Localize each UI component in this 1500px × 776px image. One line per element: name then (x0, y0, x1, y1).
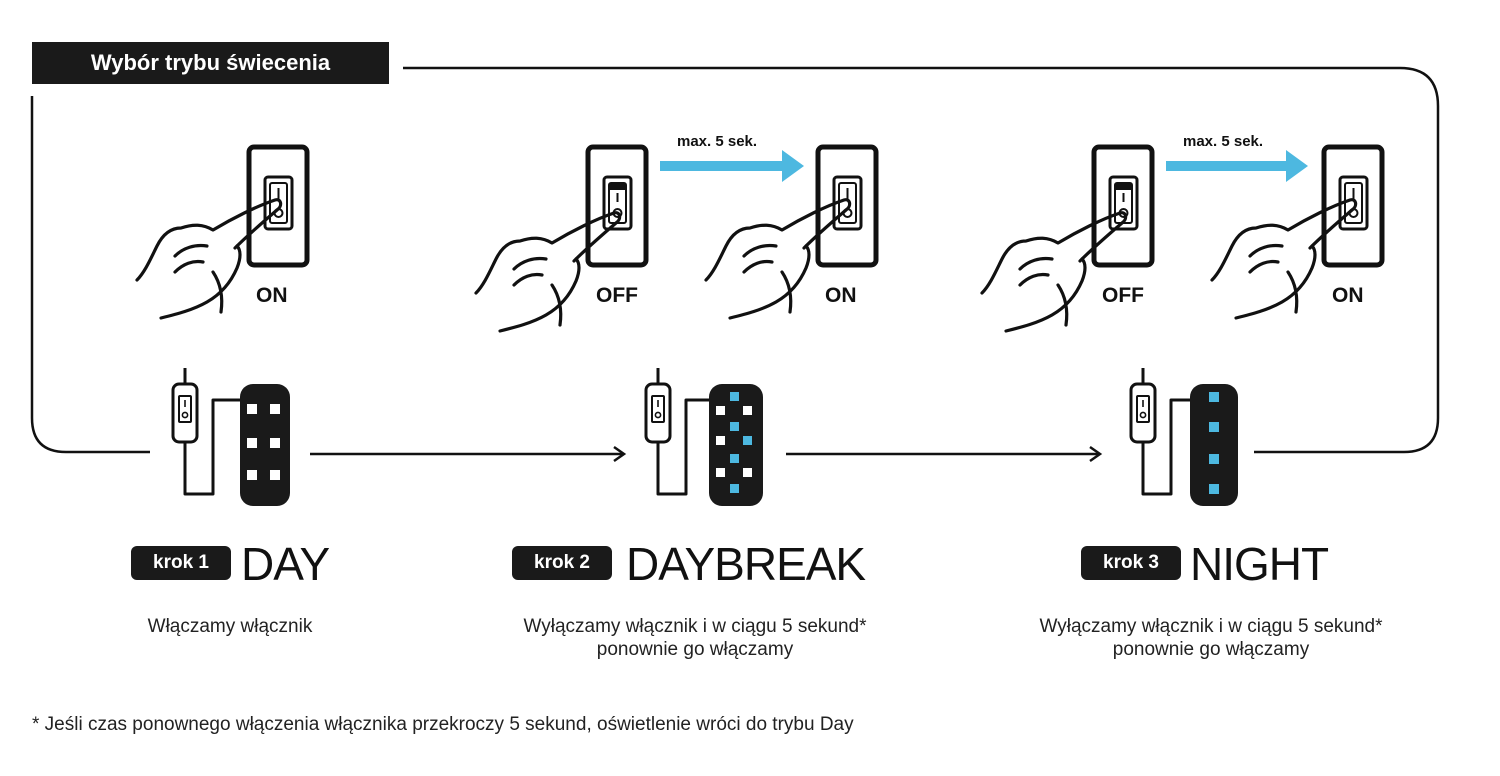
step-badge-3: krok 3 (1081, 546, 1181, 580)
state-label-off-step2: OFF (596, 284, 638, 307)
step-description-3: Wyłączamy włącznik i w ciągu 5 sekund* p… (986, 615, 1436, 661)
mode-name-night: NIGHT (1190, 538, 1329, 590)
blue-arrow-step2 (660, 150, 804, 182)
mode-name-daybreak: DAYBREAK (626, 538, 866, 590)
timing-label-step3: max. 5 sek. (1183, 133, 1264, 150)
step-description-2: Wyłączamy włącznik i w ciągu 5 sekund* p… (470, 615, 920, 661)
step-description-3-line2: ponownie go włączamy (1112, 639, 1310, 660)
led-panel-day (240, 384, 290, 506)
controller-step3 (1129, 366, 1201, 496)
step-description-1-line1: Włączamy włącznik (147, 616, 313, 637)
controller-step1 (171, 366, 243, 496)
mode-name-day: DAY (241, 538, 330, 590)
step-description-3-line1: Wyłączamy włącznik i w ciągu 5 sekund* (1039, 616, 1383, 637)
step-arrow-1-to-2 (310, 445, 627, 463)
blue-arrow-step3 (1166, 150, 1308, 182)
step-badge-1: krok 1 (131, 546, 231, 580)
step-arrow-2-to-3 (786, 445, 1103, 463)
diagram-title: Wybór trybu świecenia (32, 42, 389, 84)
state-label-off-step3: OFF (1102, 284, 1144, 307)
cycle-loop-line (403, 66, 1440, 454)
timing-label-step2: max. 5 sek. (677, 133, 758, 150)
step-badge-2: krok 2 (512, 546, 612, 580)
led-panel-night (1190, 384, 1238, 506)
step-description-2-line2: ponownie go włączamy (596, 639, 794, 660)
led-panel-daybreak (709, 384, 763, 506)
step-description-1: Włączamy włącznik (80, 615, 380, 638)
footnote: * Jeśli czas ponownego włączenia włączni… (32, 714, 854, 735)
state-label-on-step3: ON (1332, 284, 1364, 307)
controller-step2 (644, 366, 716, 496)
cycle-return-line (30, 96, 150, 454)
state-label-on-step2: ON (825, 284, 857, 307)
state-label-on-step1: ON (256, 284, 288, 307)
step-description-2-line1: Wyłączamy włącznik i w ciągu 5 sekund* (523, 616, 867, 637)
